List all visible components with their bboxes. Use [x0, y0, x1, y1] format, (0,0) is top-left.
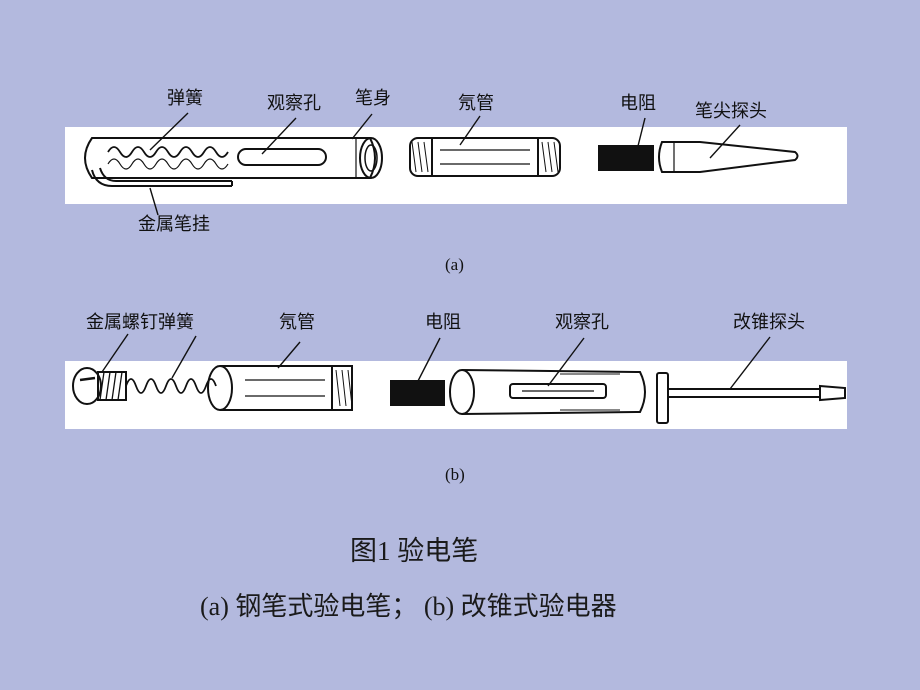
leader-lines-b	[101, 333, 771, 390]
resistor-b-drawing	[390, 380, 445, 406]
spring-b-drawing	[125, 378, 217, 394]
neon-tube-b-drawing	[207, 365, 353, 411]
screwdriver-probe-drawing	[656, 372, 846, 424]
label-probe: 改锥探头	[733, 312, 805, 333]
figure-caption-title: 图1 验电笔	[350, 536, 479, 566]
label-body: 笔身	[355, 88, 391, 109]
leader-lines-a	[149, 112, 741, 216]
resistor-a-drawing	[598, 145, 654, 171]
label-neon-b: 氖管	[279, 312, 315, 333]
label-window: 观察孔	[267, 93, 321, 114]
tip-probe-drawing	[658, 141, 799, 173]
label-resistor-b: 电阻	[425, 312, 461, 333]
subfigure-label-a: (a)	[445, 255, 464, 274]
pen-body-drawing	[84, 137, 383, 179]
figure-a-panel	[65, 127, 847, 204]
subfigure-label-b: (b)	[445, 465, 465, 484]
label-tip: 笔尖探头	[695, 101, 767, 122]
label-spring: 弹簧	[167, 88, 203, 109]
figure-caption-subtitle: (a) 钢笔式验电笔； (b) 改锥式验电器	[200, 592, 617, 621]
label-clip: 金属笔挂	[138, 214, 210, 235]
label-window-b: 观察孔	[555, 312, 609, 333]
metal-screw-drawing	[72, 367, 127, 405]
label-neon-a: 氖管	[458, 93, 494, 114]
label-screw-spring: 金属螺钉弹簧	[86, 312, 194, 333]
screwdriver-handle-drawing	[449, 369, 646, 415]
neon-tube-a-drawing	[409, 137, 561, 177]
label-resistor-a: 电阻	[620, 93, 656, 114]
